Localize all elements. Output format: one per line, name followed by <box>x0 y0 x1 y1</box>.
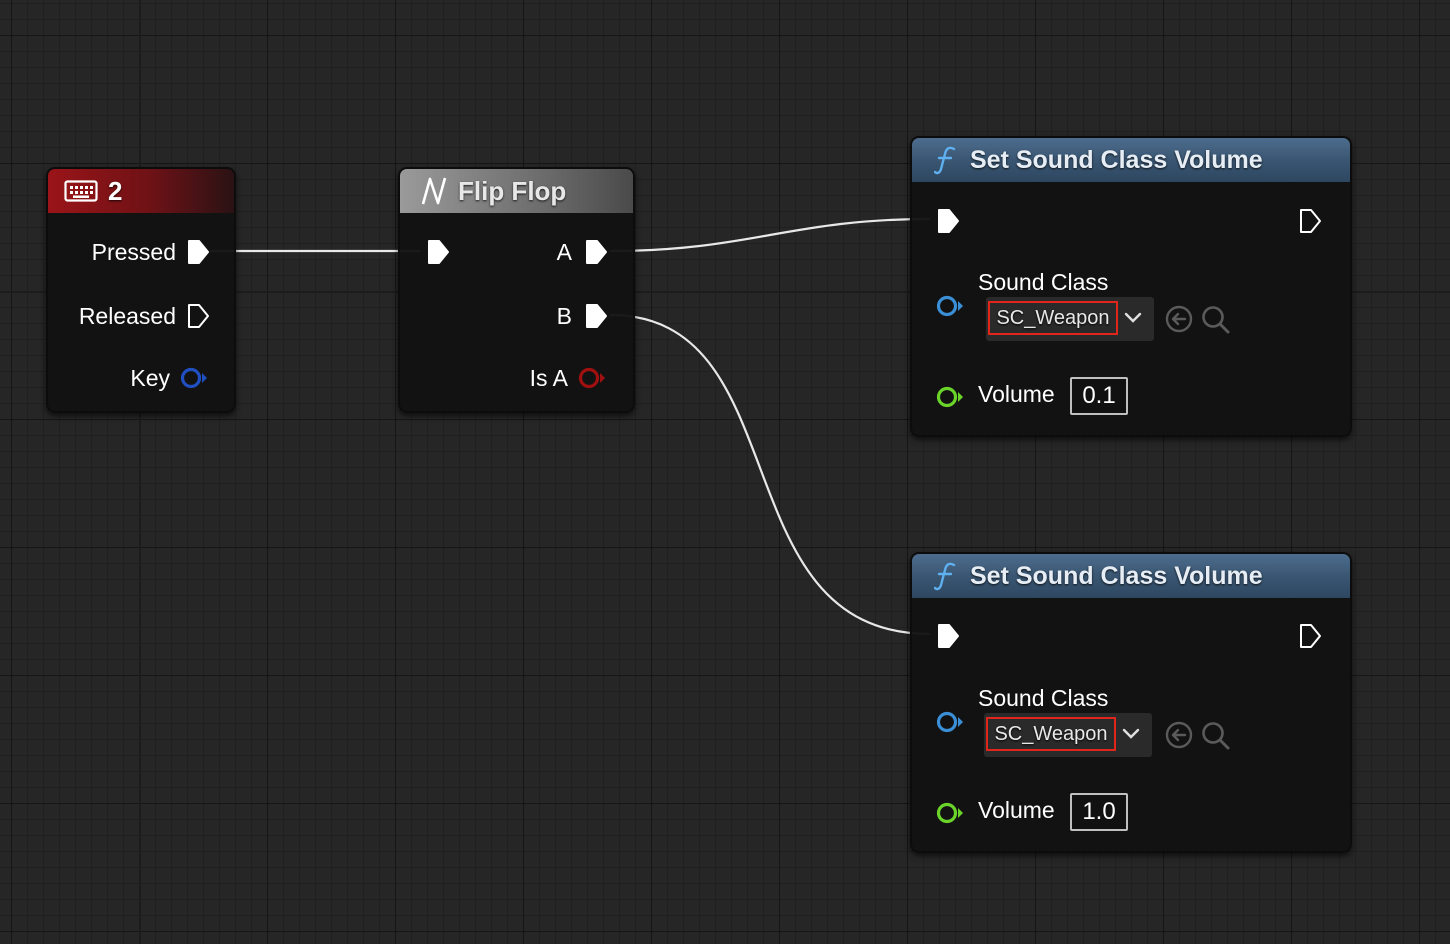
wire-a-to-set-volume-1[interactable] <box>609 217 931 253</box>
use-selected-arrow-icon[interactable] <box>1164 304 1194 339</box>
chevron-down-icon[interactable] <box>1120 723 1142 750</box>
pressed-pin-row: Pressed <box>48 237 210 267</box>
input-key-title: 2 <box>108 175 123 206</box>
exec-in-pin-flipflop[interactable] <box>426 238 450 266</box>
b-label: B <box>556 302 572 329</box>
released-label: Released <box>78 302 176 329</box>
flipflop-node[interactable]: Flip Flop A B Is A <box>398 167 635 413</box>
sound-class-value-1[interactable]: SC_Weapon <box>988 301 1118 335</box>
object-in-pin-sound-class-2[interactable] <box>936 710 966 734</box>
exec-out-pin-b[interactable] <box>584 302 608 330</box>
sound-class-value-2[interactable]: SC_Weapon <box>986 717 1116 751</box>
released-pin-row: Released <box>48 301 210 331</box>
set-sound-class-volume-node-2[interactable]: Set Sound Class Volume Sound Class SC_We… <box>910 552 1352 853</box>
flipflop-node-header[interactable]: Flip Flop <box>400 169 633 213</box>
is-a-label: Is A <box>529 364 568 391</box>
set-sound-class-volume-node-1[interactable]: Set Sound Class Volume Sound Class SC_We… <box>910 136 1352 437</box>
set-volume-1-title: Set Sound Class Volume <box>970 145 1263 174</box>
volume-input-1[interactable]: 0.1 <box>1070 377 1128 415</box>
sound-class-label-2: Sound Class <box>978 685 1109 711</box>
chevron-down-icon[interactable] <box>1122 307 1144 334</box>
use-selected-arrow-icon[interactable] <box>1164 720 1194 755</box>
float-in-pin-volume-2[interactable] <box>936 801 966 825</box>
key-pin-row: Key <box>48 363 210 393</box>
set-volume-2-header[interactable]: Set Sound Class Volume <box>912 554 1350 598</box>
exec-out-pin-set-volume-2[interactable] <box>1298 622 1322 650</box>
struct-out-pin-key[interactable] <box>180 366 210 390</box>
is-a-pin-row: Is A <box>400 363 608 393</box>
exec-out-pin-a[interactable] <box>584 238 608 266</box>
exec-in-pin-set-volume-1[interactable] <box>936 207 960 235</box>
float-in-pin-volume-1[interactable] <box>936 385 966 409</box>
exec-out-pin-released[interactable] <box>186 302 210 330</box>
input-key-node-header[interactable]: 2 <box>48 169 234 213</box>
set-volume-2-title: Set Sound Class Volume <box>970 561 1263 590</box>
exec-in-pin-set-volume-2[interactable] <box>936 622 960 650</box>
bool-out-pin-is-a[interactable] <box>578 366 608 390</box>
browse-search-icon[interactable] <box>1200 720 1232 757</box>
sound-class-combo-2[interactable]: SC_Weapon <box>984 713 1152 757</box>
a-pin-row: A <box>400 237 608 267</box>
object-in-pin-sound-class-1[interactable] <box>936 294 966 318</box>
exec-out-pin-pressed[interactable] <box>186 238 210 266</box>
function-icon <box>934 561 958 591</box>
keyboard-icon <box>64 180 98 202</box>
pressed-label: Pressed <box>91 238 176 265</box>
input-key-node[interactable]: 2 Pressed Released Key <box>46 167 236 413</box>
flipflop-title: Flip Flop <box>458 175 567 206</box>
key-label: Key <box>130 364 170 391</box>
sound-class-label-1: Sound Class <box>978 269 1109 295</box>
volume-input-2[interactable]: 1.0 <box>1070 793 1128 831</box>
volume-label-2: Volume <box>978 797 1055 823</box>
exec-out-pin-set-volume-1[interactable] <box>1298 207 1322 235</box>
a-label: A <box>556 238 572 265</box>
sound-class-combo-1[interactable]: SC_Weapon <box>986 297 1154 341</box>
function-icon <box>934 145 958 175</box>
browse-search-icon[interactable] <box>1200 304 1232 341</box>
b-pin-row: B <box>400 301 608 331</box>
volume-label-1: Volume <box>978 381 1055 407</box>
set-volume-1-header[interactable]: Set Sound Class Volume <box>912 138 1350 182</box>
wire-b-to-set-volume-2[interactable] <box>609 313 931 636</box>
flipflop-icon <box>420 176 448 206</box>
